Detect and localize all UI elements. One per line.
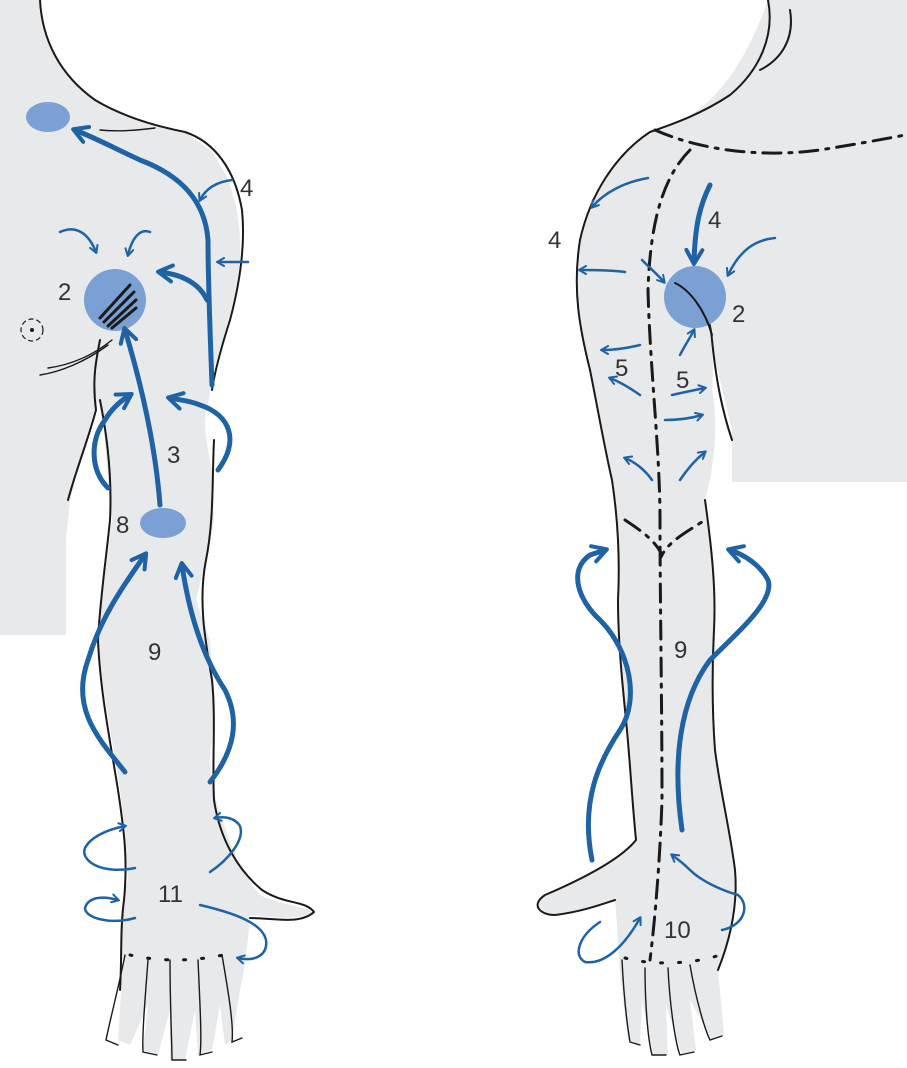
label-right-shoulder-outer: 4	[548, 227, 561, 254]
axillary-node-right	[664, 266, 726, 328]
anterior-view: 4 2 3 8 9 11	[0, 0, 314, 1060]
clavicular-node-left	[26, 102, 70, 132]
label-right-shoulder-inner: 4	[708, 207, 721, 234]
label-left-upper-arm: 3	[167, 442, 180, 469]
nipple-center	[30, 328, 34, 332]
label-left-forearm: 9	[148, 639, 161, 666]
label-right-axilla: 2	[732, 301, 745, 328]
label-right-upper-arm-outer: 5	[615, 355, 628, 382]
label-right-upper-arm-inner: 5	[676, 367, 689, 394]
label-right-hand: 10	[664, 917, 691, 944]
label-left-hand: 11	[158, 881, 183, 908]
label-left-shoulder: 4	[240, 175, 253, 202]
label-left-axilla: 2	[58, 279, 71, 306]
cubital-node-left	[140, 508, 186, 538]
label-right-forearm: 9	[674, 637, 687, 664]
posterior-view: 4 4 2 5 5 9 10	[538, 0, 907, 1055]
label-left-elbow: 8	[116, 512, 129, 539]
